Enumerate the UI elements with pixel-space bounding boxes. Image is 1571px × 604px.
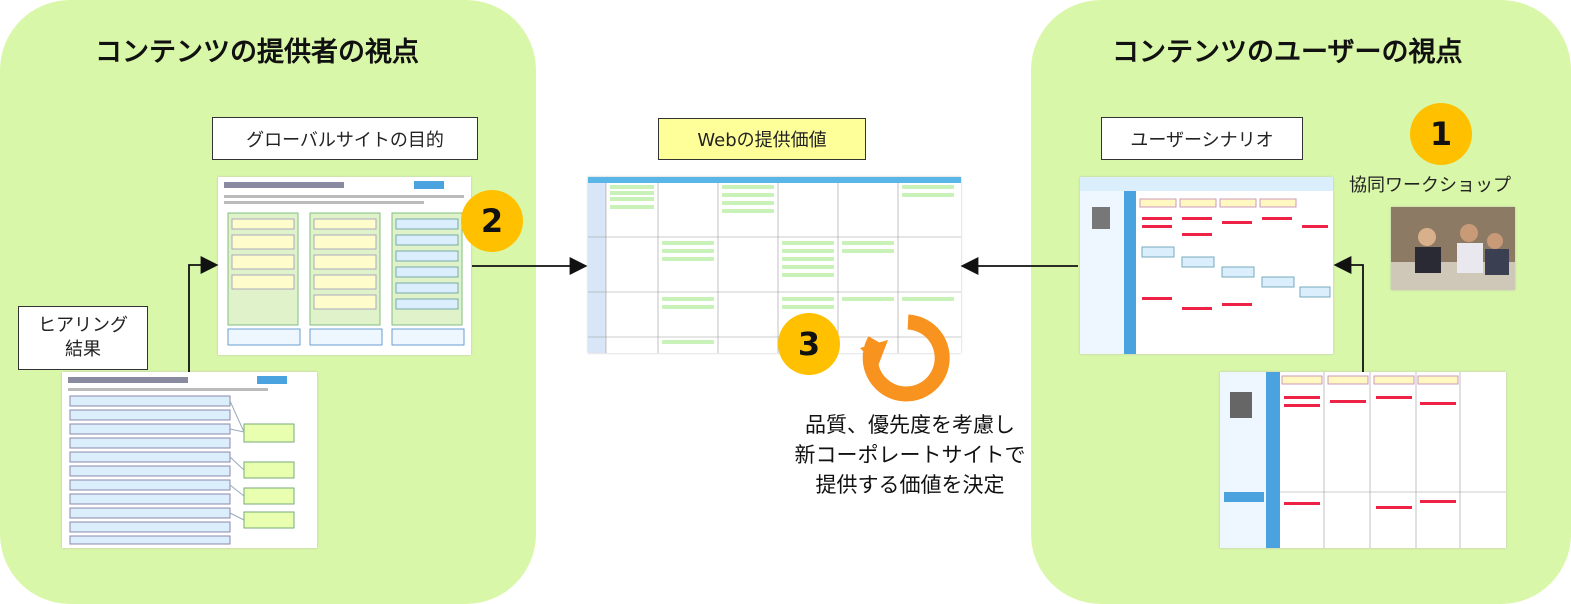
workshop-photo bbox=[1391, 207, 1515, 290]
web-value-table-thumbnail bbox=[588, 177, 961, 353]
hearing-results-slide-thumbnail bbox=[62, 372, 317, 548]
step-1-badge: 1 bbox=[1410, 103, 1472, 165]
user-scenario-thumbnail-2 bbox=[1220, 372, 1506, 548]
user-scenario-thumbnail-1 bbox=[1080, 177, 1333, 354]
hearing-results-label: ヒアリング 結果 bbox=[18, 306, 148, 370]
provider-panel-title: コンテンツの提供者の視点 bbox=[95, 37, 419, 68]
scenario-illustration-2 bbox=[1220, 372, 1506, 548]
meeting-photo-illustration bbox=[1391, 207, 1515, 290]
global-purpose-slide-thumbnail bbox=[218, 177, 471, 355]
global-site-purpose-label: グローバルサイトの目的 bbox=[212, 117, 478, 160]
hearing-results-text: ヒアリング 結果 bbox=[38, 315, 128, 360]
step-3-badge: 3 bbox=[778, 313, 840, 375]
slide-illustration bbox=[224, 181, 465, 346]
decision-caption: 品質、優先度を考慮し 新コーポレートサイトで 提供する価値を決定 bbox=[794, 413, 1026, 497]
workshop-label: 協同ワークショップ bbox=[1349, 175, 1511, 196]
hearing-slide-illustration bbox=[68, 376, 295, 545]
user-panel-title: コンテンツのユーザーの視点 bbox=[1112, 37, 1463, 68]
web-value-label: Webの提供価値 bbox=[658, 118, 866, 160]
value-table-illustration bbox=[588, 177, 961, 353]
scenario-illustration-1 bbox=[1080, 177, 1333, 354]
user-scenario-label: ユーザーシナリオ bbox=[1101, 117, 1303, 160]
step-2-badge: 2 bbox=[461, 190, 523, 252]
